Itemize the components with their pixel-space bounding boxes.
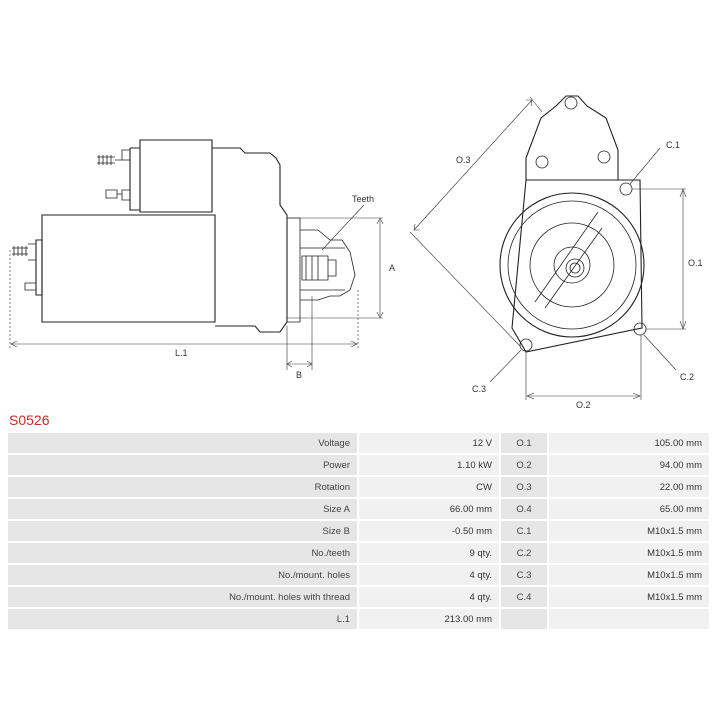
spec-code: C.2 xyxy=(501,543,549,563)
model-code: S0526 xyxy=(9,412,50,428)
spec-code: O.4 xyxy=(501,499,549,519)
teeth-label: Teeth xyxy=(352,194,374,204)
spec-code: C.4 xyxy=(501,587,549,607)
spec-value: CW xyxy=(359,477,501,497)
spec-code-value xyxy=(549,609,711,629)
spec-code: C.1 xyxy=(501,521,549,541)
spec-value: 4 qty. xyxy=(359,587,501,607)
spec-code-value: M10x1.5 mm xyxy=(549,543,711,563)
spec-label: L.1 xyxy=(8,609,359,629)
spec-code-value: M10x1.5 mm xyxy=(549,521,711,541)
spec-label: Rotation xyxy=(8,477,359,497)
spec-code: O.3 xyxy=(501,477,549,497)
technical-drawing: Teeth A L.1 B O.1 xyxy=(9,95,703,410)
o1-label: O.1 xyxy=(688,258,703,268)
spec-value: 213.00 mm xyxy=(359,609,501,629)
o2-label: O.2 xyxy=(576,400,591,410)
spec-label: Voltage xyxy=(8,433,359,453)
spec-code-value: M10x1.5 mm xyxy=(549,587,711,607)
spec-value: 4 qty. xyxy=(359,565,501,585)
spec-value: 66.00 mm xyxy=(359,499,501,519)
spec-label: No./mount. holes xyxy=(8,565,359,585)
spec-value: -0.50 mm xyxy=(359,521,501,541)
c3-label: C.3 xyxy=(472,384,486,394)
spec-label: Size A xyxy=(8,499,359,519)
a-label: A xyxy=(389,263,395,273)
spec-label: Power xyxy=(8,455,359,475)
starter-front-view: O.1 O.2 O.3 C.1 C.2 C.3 xyxy=(409,95,703,410)
spec-label: No./mount. holes with thread xyxy=(8,587,359,607)
starter-side-view: Teeth A L.1 B xyxy=(9,139,395,380)
spec-value: 1.10 kW xyxy=(359,455,501,475)
c1-label: C.1 xyxy=(666,140,680,150)
spec-code: O.1 xyxy=(501,433,549,453)
o3-label: O.3 xyxy=(456,155,471,165)
spec-code-value: 94.00 mm xyxy=(549,455,711,475)
spec-code: C.3 xyxy=(501,565,549,585)
spec-value: 12 V xyxy=(359,433,501,453)
spec-code xyxy=(501,609,549,629)
l1-label: L.1 xyxy=(175,348,188,358)
spec-code: O.2 xyxy=(501,455,549,475)
spec-label: No./teeth xyxy=(8,543,359,563)
spec-code-value: 105.00 mm xyxy=(549,433,711,453)
b-label: B xyxy=(296,370,302,380)
spec-code-value: 22.00 mm xyxy=(549,477,711,497)
spec-code-value: M10x1.5 mm xyxy=(549,565,711,585)
spec-code-value: 65.00 mm xyxy=(549,499,711,519)
c2-label: C.2 xyxy=(680,372,694,382)
spec-value: 9 qty. xyxy=(359,543,501,563)
spec-label: Size B xyxy=(8,521,359,541)
